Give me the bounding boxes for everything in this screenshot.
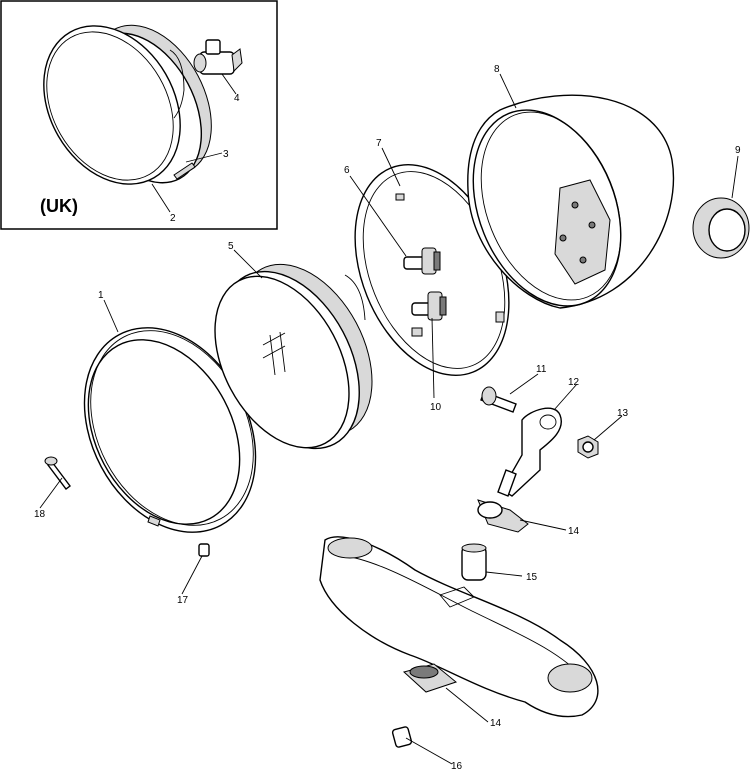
bulb-part-6 [403,247,441,275]
callout-14-upper: 14 [568,526,580,537]
bushing-lower [402,663,458,693]
uk-clip-part-3 [173,162,196,180]
callout-10: 10 [430,402,442,413]
bolt-part-18 [44,456,71,490]
nut-part-17 [198,543,210,557]
spacer-part-15 [461,543,487,581]
callout-1: 1 [98,290,104,301]
bolt-part-11 [480,386,517,413]
callout-12: 12 [568,377,580,388]
leader-lines [39,73,739,765]
callout-numbers: 1 5 6 7 8 9 10 11 12 13 14 15 14 16 17 1… [34,64,741,770]
callout-18: 18 [34,509,46,520]
callout-11: 11 [536,364,547,375]
bushing-upper [477,499,529,533]
callout-13: 13 [617,408,629,419]
callout-17: 17 [177,595,189,606]
callout-16: 16 [451,761,463,770]
uk-inset: (UK) 4 3 2 [0,0,278,230]
uk-headlamp-unit [43,24,212,185]
nut-part-13 [577,435,599,459]
callout-3: 3 [223,149,229,160]
nut-part-16 [391,726,413,748]
callout-2: 2 [170,213,176,224]
callout-14-lower: 14 [490,718,502,729]
uk-bulb [193,39,243,75]
sealed-beam-unit [214,263,373,450]
callout-15: 15 [526,572,538,583]
callout-5: 5 [228,241,234,252]
callout-6: 6 [344,165,350,176]
grommet [692,197,750,259]
callout-4: 4 [234,93,240,104]
uk-inset-label: (UK) [40,196,78,216]
headlight-housing [467,94,675,309]
bracket-part-12 [497,407,562,497]
fork-bracket [319,536,599,718]
bulb-part-10 [411,291,447,321]
callout-8: 8 [494,64,500,75]
callout-7: 7 [376,138,382,149]
callout-9: 9 [735,145,741,156]
